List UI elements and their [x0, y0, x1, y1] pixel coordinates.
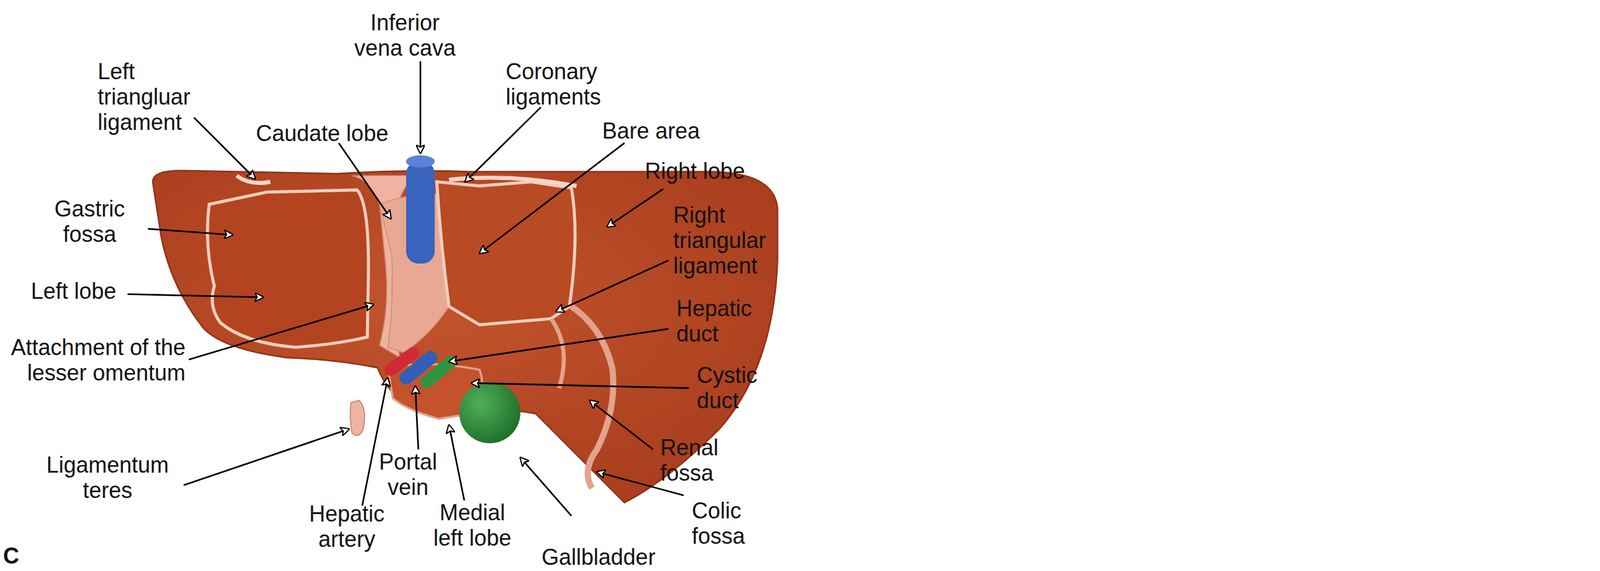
anatomy-label: Renal fossa — [660, 434, 741, 486]
anatomy-label: Right triangular ligament — [673, 202, 779, 279]
anatomy-label: Right lobe — [644, 158, 745, 184]
anatomy-label: Medial left lobe — [425, 499, 519, 551]
porta-vessels — [390, 353, 451, 382]
anatomy-label: Ligamentum teres — [42, 451, 173, 503]
anatomy-label: Caudate lobe — [255, 120, 389, 146]
anatomy-label: Left lobe — [30, 278, 117, 304]
anatomy-label: Cystic duct — [696, 362, 778, 413]
ivc-body — [406, 161, 435, 264]
leader-line — [338, 142, 391, 219]
anatomy-label: Portal vein — [367, 448, 449, 500]
leader-line — [127, 294, 264, 298]
anatomy-label: Coronary ligaments — [505, 58, 611, 110]
leader-line — [471, 382, 690, 388]
ridge — [550, 318, 564, 388]
leader-line — [607, 188, 664, 227]
leader-line — [589, 400, 653, 449]
leader-line — [520, 457, 572, 516]
hepatic-duct — [426, 361, 452, 383]
anatomy-label: Colic fossa — [691, 497, 773, 549]
anatomy-label: Hepatic duct — [676, 295, 763, 347]
anatomy-label: Bare area — [602, 118, 700, 144]
anatomy-label: Gastric fossa — [46, 195, 133, 247]
gallbladder — [459, 382, 521, 444]
renal-fossa-band — [571, 306, 614, 488]
inferior-vena-cava — [406, 155, 435, 264]
gastric-fossa — [207, 189, 369, 347]
anatomy-label: Gallbladder — [541, 544, 656, 570]
bare-area — [436, 181, 575, 325]
anatomy-label: Left triangluar ligament — [97, 58, 203, 135]
leader-line — [183, 428, 349, 485]
ivc-top — [406, 155, 435, 168]
ligamentum-teres — [349, 400, 365, 436]
anatomy-label: Attachment of the lesser omentum — [0, 334, 186, 386]
leader-line — [448, 424, 465, 501]
leader-line — [188, 304, 374, 360]
leader-line — [556, 260, 669, 312]
leader-line — [362, 377, 388, 506]
leader-line — [465, 106, 541, 182]
leader-line — [415, 385, 419, 449]
leader-line — [147, 228, 233, 235]
leader-line — [448, 328, 669, 362]
leader-line — [194, 117, 256, 179]
leader-line — [479, 142, 625, 253]
panel-letter: C — [3, 542, 20, 569]
leader-line — [419, 61, 422, 154]
anatomy-label: Inferior vena cava — [349, 9, 461, 61]
anatomy-label: Hepatic artery — [300, 500, 394, 552]
